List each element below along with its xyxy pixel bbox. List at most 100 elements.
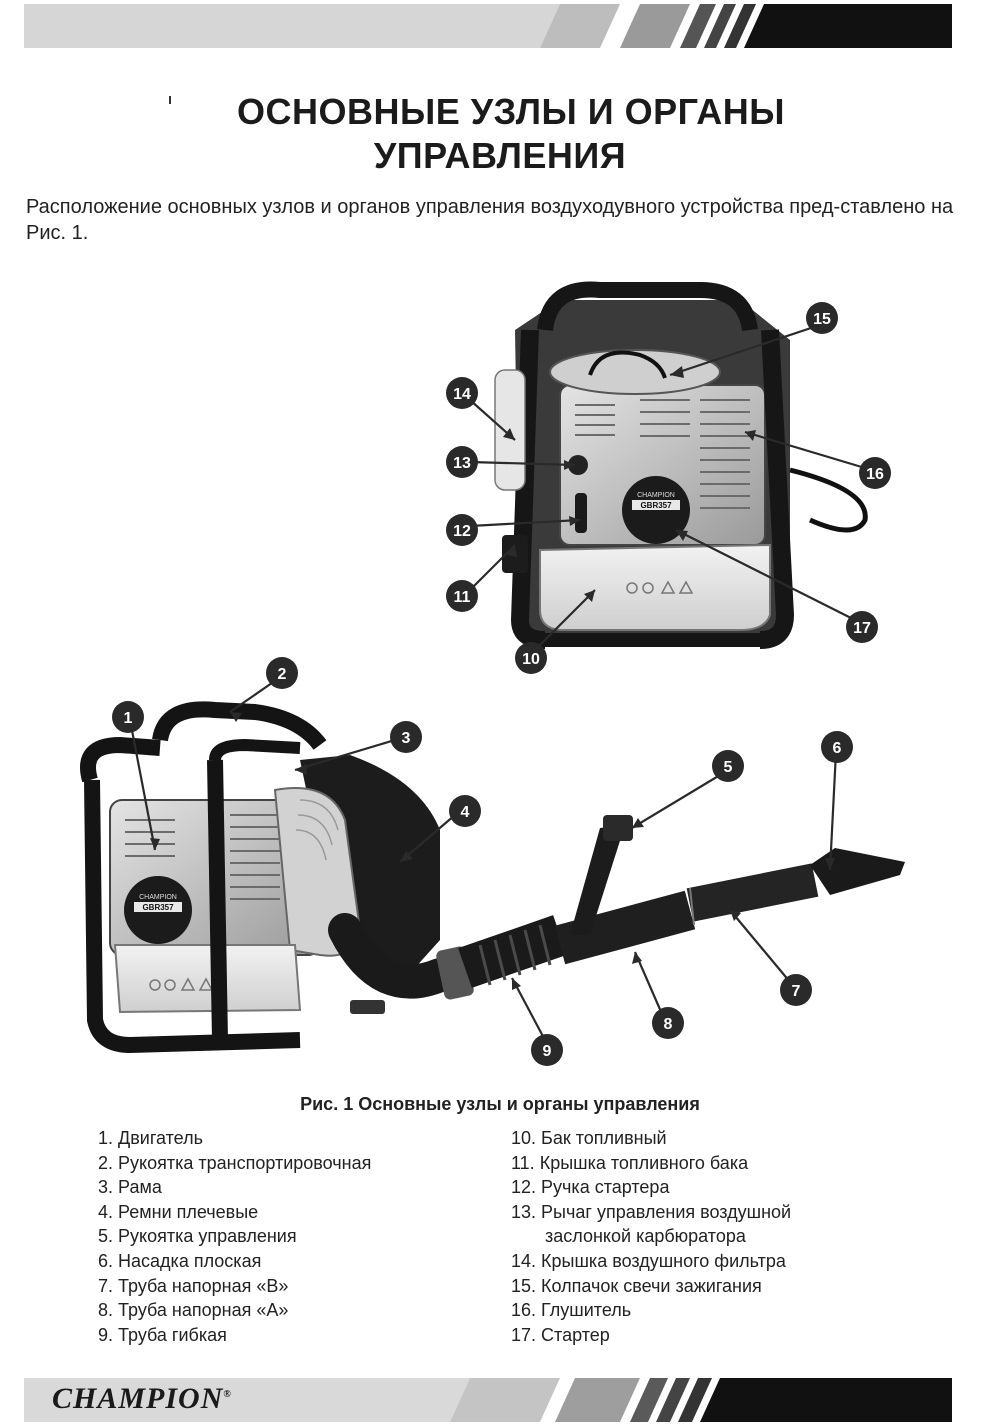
- callout-3: 3: [390, 721, 422, 753]
- svg-text:9: 9: [543, 1043, 552, 1060]
- item-number: 1.: [98, 1128, 114, 1148]
- page-title: ОСНОВНЫЕ УЗЛЫ И ОРГАНЫ УПРАВЛЕНИЯ: [0, 90, 1000, 178]
- item-number: 8.: [98, 1300, 114, 1321]
- svg-text:15: 15: [813, 311, 831, 328]
- item-text: Рукоятка управления: [118, 1226, 297, 1247]
- list-item: 10. Бак топливный: [511, 1126, 911, 1151]
- item-text: Насадка плоская: [118, 1250, 262, 1271]
- callout-markers: 15 14 13 12 11 10 16 17 2 1 3 4 5 6 7 8 …: [112, 302, 891, 1066]
- svg-text:14: 14: [453, 386, 471, 403]
- svg-text:2: 2: [278, 666, 287, 683]
- callout-leaders: [128, 323, 866, 1043]
- list-item: 2. Рукоятка транспортировочная: [98, 1151, 478, 1176]
- item-text: Двигатель: [118, 1128, 203, 1148]
- item-number: 5.: [98, 1226, 114, 1247]
- list-item: 8. Труба напорная «A»: [98, 1298, 478, 1323]
- list-item: 11. Крышка топливного бака: [511, 1151, 911, 1176]
- callout-17: 17: [846, 611, 878, 643]
- callout-10: 10: [515, 642, 547, 674]
- svg-text:5: 5: [724, 759, 733, 776]
- footer-stripe-band: [24, 1378, 952, 1422]
- item-text: Крышка воздушного фильтра: [541, 1250, 786, 1271]
- callout-arrowheads: [150, 366, 835, 990]
- list-item: 12. Ручка стартера: [511, 1175, 911, 1200]
- svg-text:6: 6: [833, 740, 842, 757]
- svg-text:1: 1: [124, 710, 133, 727]
- item-number: 6.: [98, 1250, 114, 1271]
- svg-text:3: 3: [402, 730, 411, 747]
- callout-8: 8: [652, 1007, 684, 1039]
- list-item: 1. Двигатель: [98, 1126, 478, 1151]
- parts-list-left: 1. Двигатель 2. Рукоятка транспортировоч…: [98, 1126, 478, 1347]
- item-number: 7.: [98, 1275, 114, 1296]
- svg-text:13: 13: [453, 455, 471, 472]
- svg-text:8: 8: [664, 1016, 673, 1033]
- page-title-line-1: ОСНОВНЫЕ УЗЛЫ И ОРГАНЫ: [236, 91, 786, 132]
- svg-text:11: 11: [454, 589, 471, 606]
- item-number: 13.: [511, 1201, 537, 1222]
- list-item: 5. Рукоятка управления: [98, 1224, 478, 1249]
- callout-4: 4: [449, 795, 481, 827]
- item-text: Ремни плечевые: [118, 1201, 259, 1222]
- item-text: Рычаг управления воздушной: [541, 1201, 792, 1222]
- blower-figure: CHAMPION GBR357: [80, 281, 905, 1066]
- rear-badge-model: GBR357: [640, 501, 672, 510]
- item-text: Бак топливный: [541, 1128, 667, 1148]
- item-text: Рукоятка транспортировочная: [118, 1152, 372, 1173]
- page-title-line-2: УПРАВЛЕНИЯ: [373, 135, 627, 176]
- list-item: 17. Стартер: [511, 1323, 911, 1348]
- item-number: 11.: [511, 1152, 535, 1173]
- item-text: Рама: [118, 1177, 162, 1198]
- item-number: 15.: [511, 1275, 537, 1296]
- rear-badge-brand: CHAMPION: [637, 492, 675, 499]
- brand-logo-text: CHAMPION: [52, 1382, 224, 1415]
- list-item: 9. Труба гибкая: [98, 1323, 478, 1348]
- svg-text:4: 4: [461, 804, 470, 821]
- callout-5: 5: [712, 750, 744, 782]
- registered-mark: ®: [223, 1389, 232, 1400]
- item-text: Крышка топливного бака: [539, 1152, 749, 1173]
- callout-11: 11: [446, 580, 478, 612]
- svg-text:12: 12: [453, 523, 471, 540]
- item-text: Колпачок свечи зажигания: [541, 1275, 762, 1296]
- item-text: Труба напорная «A»: [118, 1300, 289, 1321]
- item-number: 10.: [511, 1128, 537, 1148]
- svg-text:10: 10: [522, 651, 540, 668]
- brand-logo: CHAMPION®: [52, 1382, 232, 1416]
- front-badge-model: GBR357: [142, 903, 174, 912]
- callout-16: 16: [859, 457, 891, 489]
- callout-13: 13: [446, 446, 478, 478]
- list-item: 6. Насадка плоская: [98, 1249, 478, 1274]
- callout-1: 1: [112, 701, 144, 733]
- item-text: Ручка стартера: [541, 1177, 670, 1198]
- svg-text:17: 17: [853, 620, 871, 637]
- item-text: Труба напорная «B»: [118, 1275, 289, 1296]
- callout-9: 9: [531, 1034, 563, 1066]
- margin-mark: [169, 96, 171, 104]
- callout-2: 2: [266, 657, 298, 689]
- svg-text:7: 7: [792, 983, 801, 1000]
- item-number: 9.: [98, 1324, 114, 1345]
- header-stripe-band: [24, 4, 952, 48]
- rear-view-illustration: CHAMPION GBR357: [494, 281, 868, 649]
- item-number: 17.: [511, 1324, 537, 1345]
- front-view-illustration: CHAMPION GBR357: [80, 701, 905, 1054]
- parts-list-right: 10. Бак топливный 11. Крышка топливного …: [511, 1126, 911, 1347]
- item-text: Стартер: [541, 1324, 610, 1345]
- list-item: 13. Рычаг управления воздушной заслонкой …: [511, 1200, 911, 1249]
- item-number: 3.: [98, 1177, 114, 1198]
- list-item: 15. Колпачок свечи зажигания: [511, 1274, 911, 1299]
- svg-text:16: 16: [866, 466, 884, 483]
- list-item: 4. Ремни плечевые: [98, 1200, 478, 1225]
- item-text-continued: заслонкой карбюратора: [545, 1226, 746, 1247]
- item-number: 16.: [511, 1300, 537, 1321]
- list-item: 14. Крышка воздушного фильтра: [511, 1249, 911, 1274]
- callout-14: 14: [446, 377, 478, 409]
- item-number: 12.: [511, 1177, 537, 1198]
- front-badge-brand: CHAMPION: [139, 894, 177, 901]
- item-text: Труба гибкая: [118, 1324, 227, 1345]
- callout-7: 7: [780, 974, 812, 1006]
- item-number: 14.: [511, 1250, 537, 1271]
- item-number: 4.: [98, 1201, 114, 1222]
- callout-12: 12: [446, 514, 478, 546]
